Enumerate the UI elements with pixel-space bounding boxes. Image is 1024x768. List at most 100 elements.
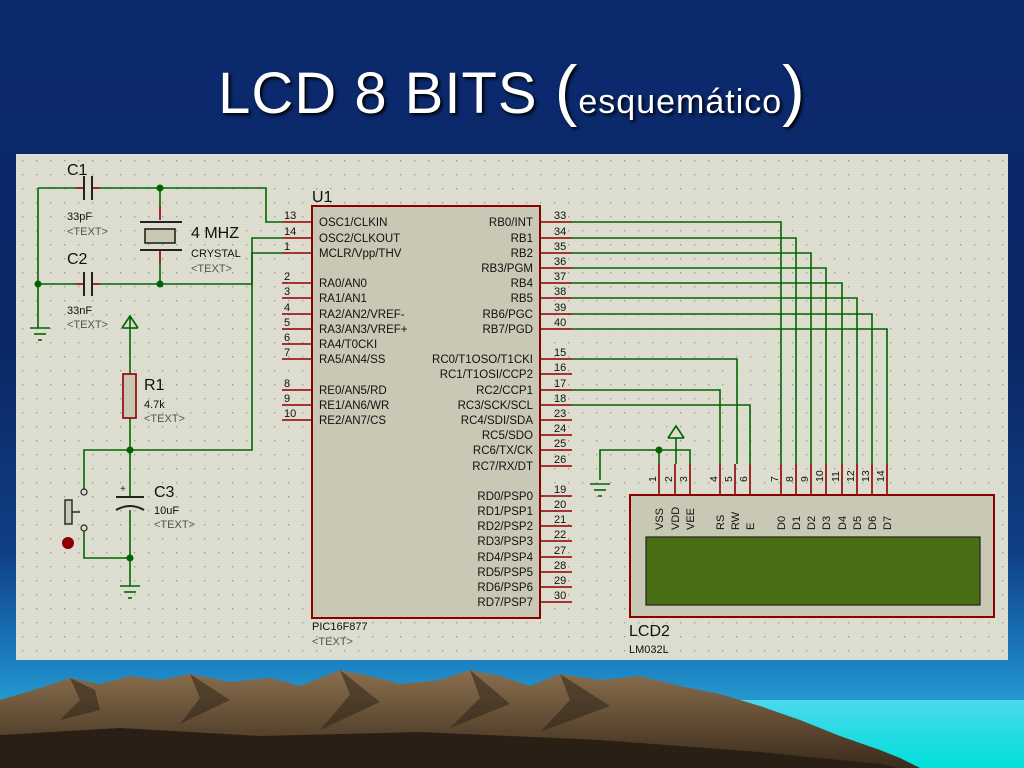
oscillator-reset-circuit: + [62,176,182,549]
wire-osc1 [100,187,282,223]
u1-pin-name: RB1 [511,233,533,245]
reset-button-cap[interactable] [62,537,74,549]
u1-pin-name: RB2 [511,248,533,260]
u1-pin-number: 16 [554,362,566,374]
u1-pin-number: 9 [284,393,290,405]
lcd-pin-number: 4 [708,476,720,482]
c3-value-label: 10uF [154,505,179,517]
lcd-pin-name: RS [715,515,727,530]
u1-pin-number: 28 [554,560,566,572]
u1-pin-number: 36 [554,256,566,268]
lcd-pin-name: VDD [670,507,682,530]
lcd-pin-name: E [745,523,757,530]
u1-pin-name: RB3/PGM [481,263,533,275]
lcd-pin-d1[interactable]: 8D1 [784,464,803,530]
lcd-pin-number: 8 [784,476,796,482]
lcd-pin-name: VSS [654,508,666,530]
u1-pin-number: 24 [554,423,566,435]
u1-pin-number: 19 [554,484,566,496]
u1-pin-number: 37 [554,271,566,283]
u1-chip-body[interactable] [311,205,541,619]
lcd-pin-number: 2 [663,476,675,482]
u1-pin-number: 27 [554,545,566,557]
junction-dots [34,184,663,562]
wire-vss-ground [599,449,660,480]
r1-text-label: <TEXT> [144,413,185,425]
wire-rb5-to-d5 [572,297,858,464]
u1-pin-name: RA5/AN4/SS [319,354,386,366]
c1-text-label: <TEXT> [67,226,108,238]
lcd-pin-d2[interactable]: 9D2 [799,464,818,530]
u1-pin-number: 22 [554,529,566,541]
lcd-pin-name: VEE [685,508,697,530]
u1-pin-number: 39 [554,302,566,314]
lcd-pin-e[interactable]: 6E [738,464,757,530]
lcd-pin-d0[interactable]: 7D0 [769,464,788,530]
u1-pin-number: 14 [284,226,296,238]
lcd-pin-rs[interactable]: 4RS [708,464,727,530]
u1-pin-number: 13 [284,210,296,222]
crystal-symbol[interactable] [140,206,182,264]
lcd-pin-number: 13 [860,470,872,482]
lcd-pin-rw[interactable]: 5RW [723,464,742,530]
r1-resistor[interactable] [122,373,137,419]
wire-rb4-to-d4 [572,282,843,464]
u1-pin-number: 38 [554,286,566,298]
c3-capacitor[interactable]: + [115,484,145,511]
wire-rb0-to-d0 [572,221,782,464]
u1-pin-number: 29 [554,575,566,587]
reset-button[interactable] [62,488,88,549]
u1-pin-name: RA2/AN2/VREF- [319,309,405,321]
c1-capacitor[interactable] [76,176,100,200]
u1-pin-number: 6 [284,332,290,344]
crystal-text-label: <TEXT> [191,263,232,275]
c2-capacitor[interactable] [76,272,100,296]
lcd-pin-number: 7 [769,476,781,482]
